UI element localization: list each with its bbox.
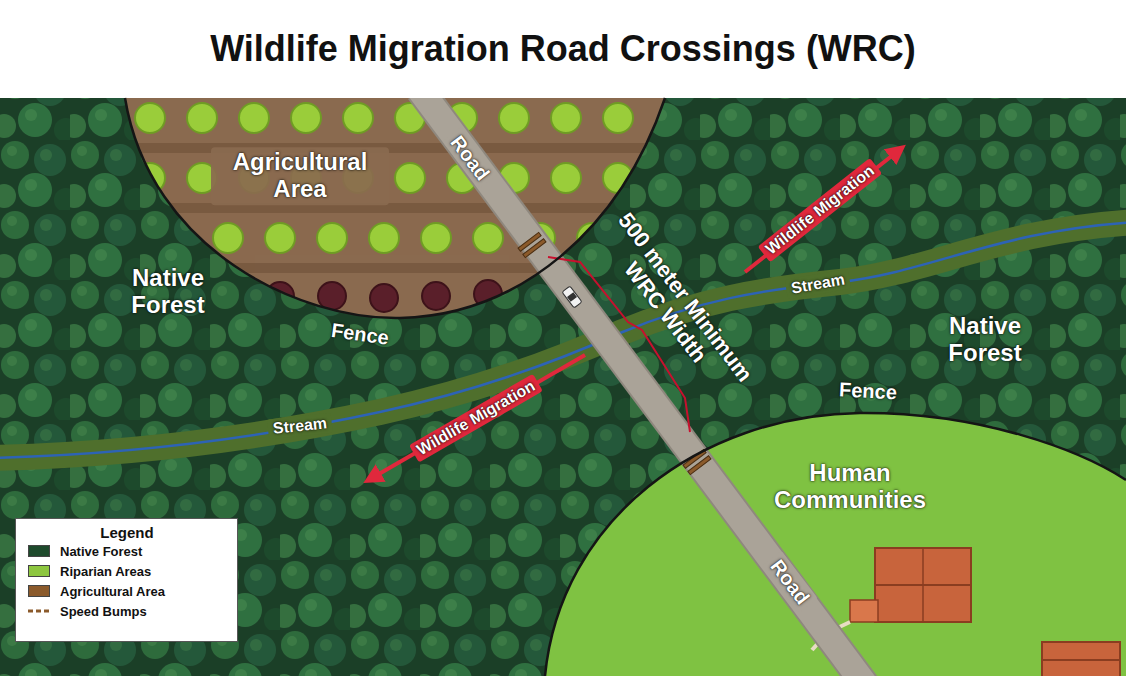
speed-bump xyxy=(518,232,546,257)
map-label: Fence xyxy=(839,378,898,403)
fence-outline xyxy=(125,98,665,320)
legend-text: Native Forest xyxy=(60,544,142,559)
title-bar xyxy=(0,0,1126,98)
legend-text: Speed Bumps xyxy=(60,604,147,619)
title: Wildlife Migration Road Crossings (WRC) xyxy=(0,0,1126,98)
legend-entry: Agricultural Area xyxy=(28,583,165,599)
fence-line xyxy=(545,413,1126,676)
migration-arrow xyxy=(745,151,898,272)
legend-entry: Speed Bumps xyxy=(28,603,147,619)
legend-text: Riparian Areas xyxy=(60,564,151,579)
legend-swatch xyxy=(28,585,50,597)
map-label: Native Forest xyxy=(93,265,243,319)
car xyxy=(562,286,582,308)
legend-swatch xyxy=(28,545,50,557)
fence-line xyxy=(125,98,665,318)
dashed-line xyxy=(28,610,50,613)
map-region: Agricultural Area xyxy=(125,98,665,320)
map-region: Human Communities xyxy=(545,413,1126,676)
legend-swatch xyxy=(28,565,50,577)
native-forest xyxy=(0,98,1126,676)
migration-arrow xyxy=(372,355,585,478)
map-label: Legend xyxy=(100,525,153,542)
legend-line-sample xyxy=(28,605,50,617)
region-label: Agricultural Area xyxy=(211,147,389,205)
fence-outline xyxy=(545,413,1126,676)
road xyxy=(420,90,866,676)
legend-text: Agricultural Area xyxy=(60,584,165,599)
map-label: Native Forest xyxy=(910,313,1060,367)
legend-entry: Riparian Areas xyxy=(28,563,151,579)
region-label: Human Communities xyxy=(765,460,935,514)
legend-entry: Native Forest xyxy=(28,543,142,559)
